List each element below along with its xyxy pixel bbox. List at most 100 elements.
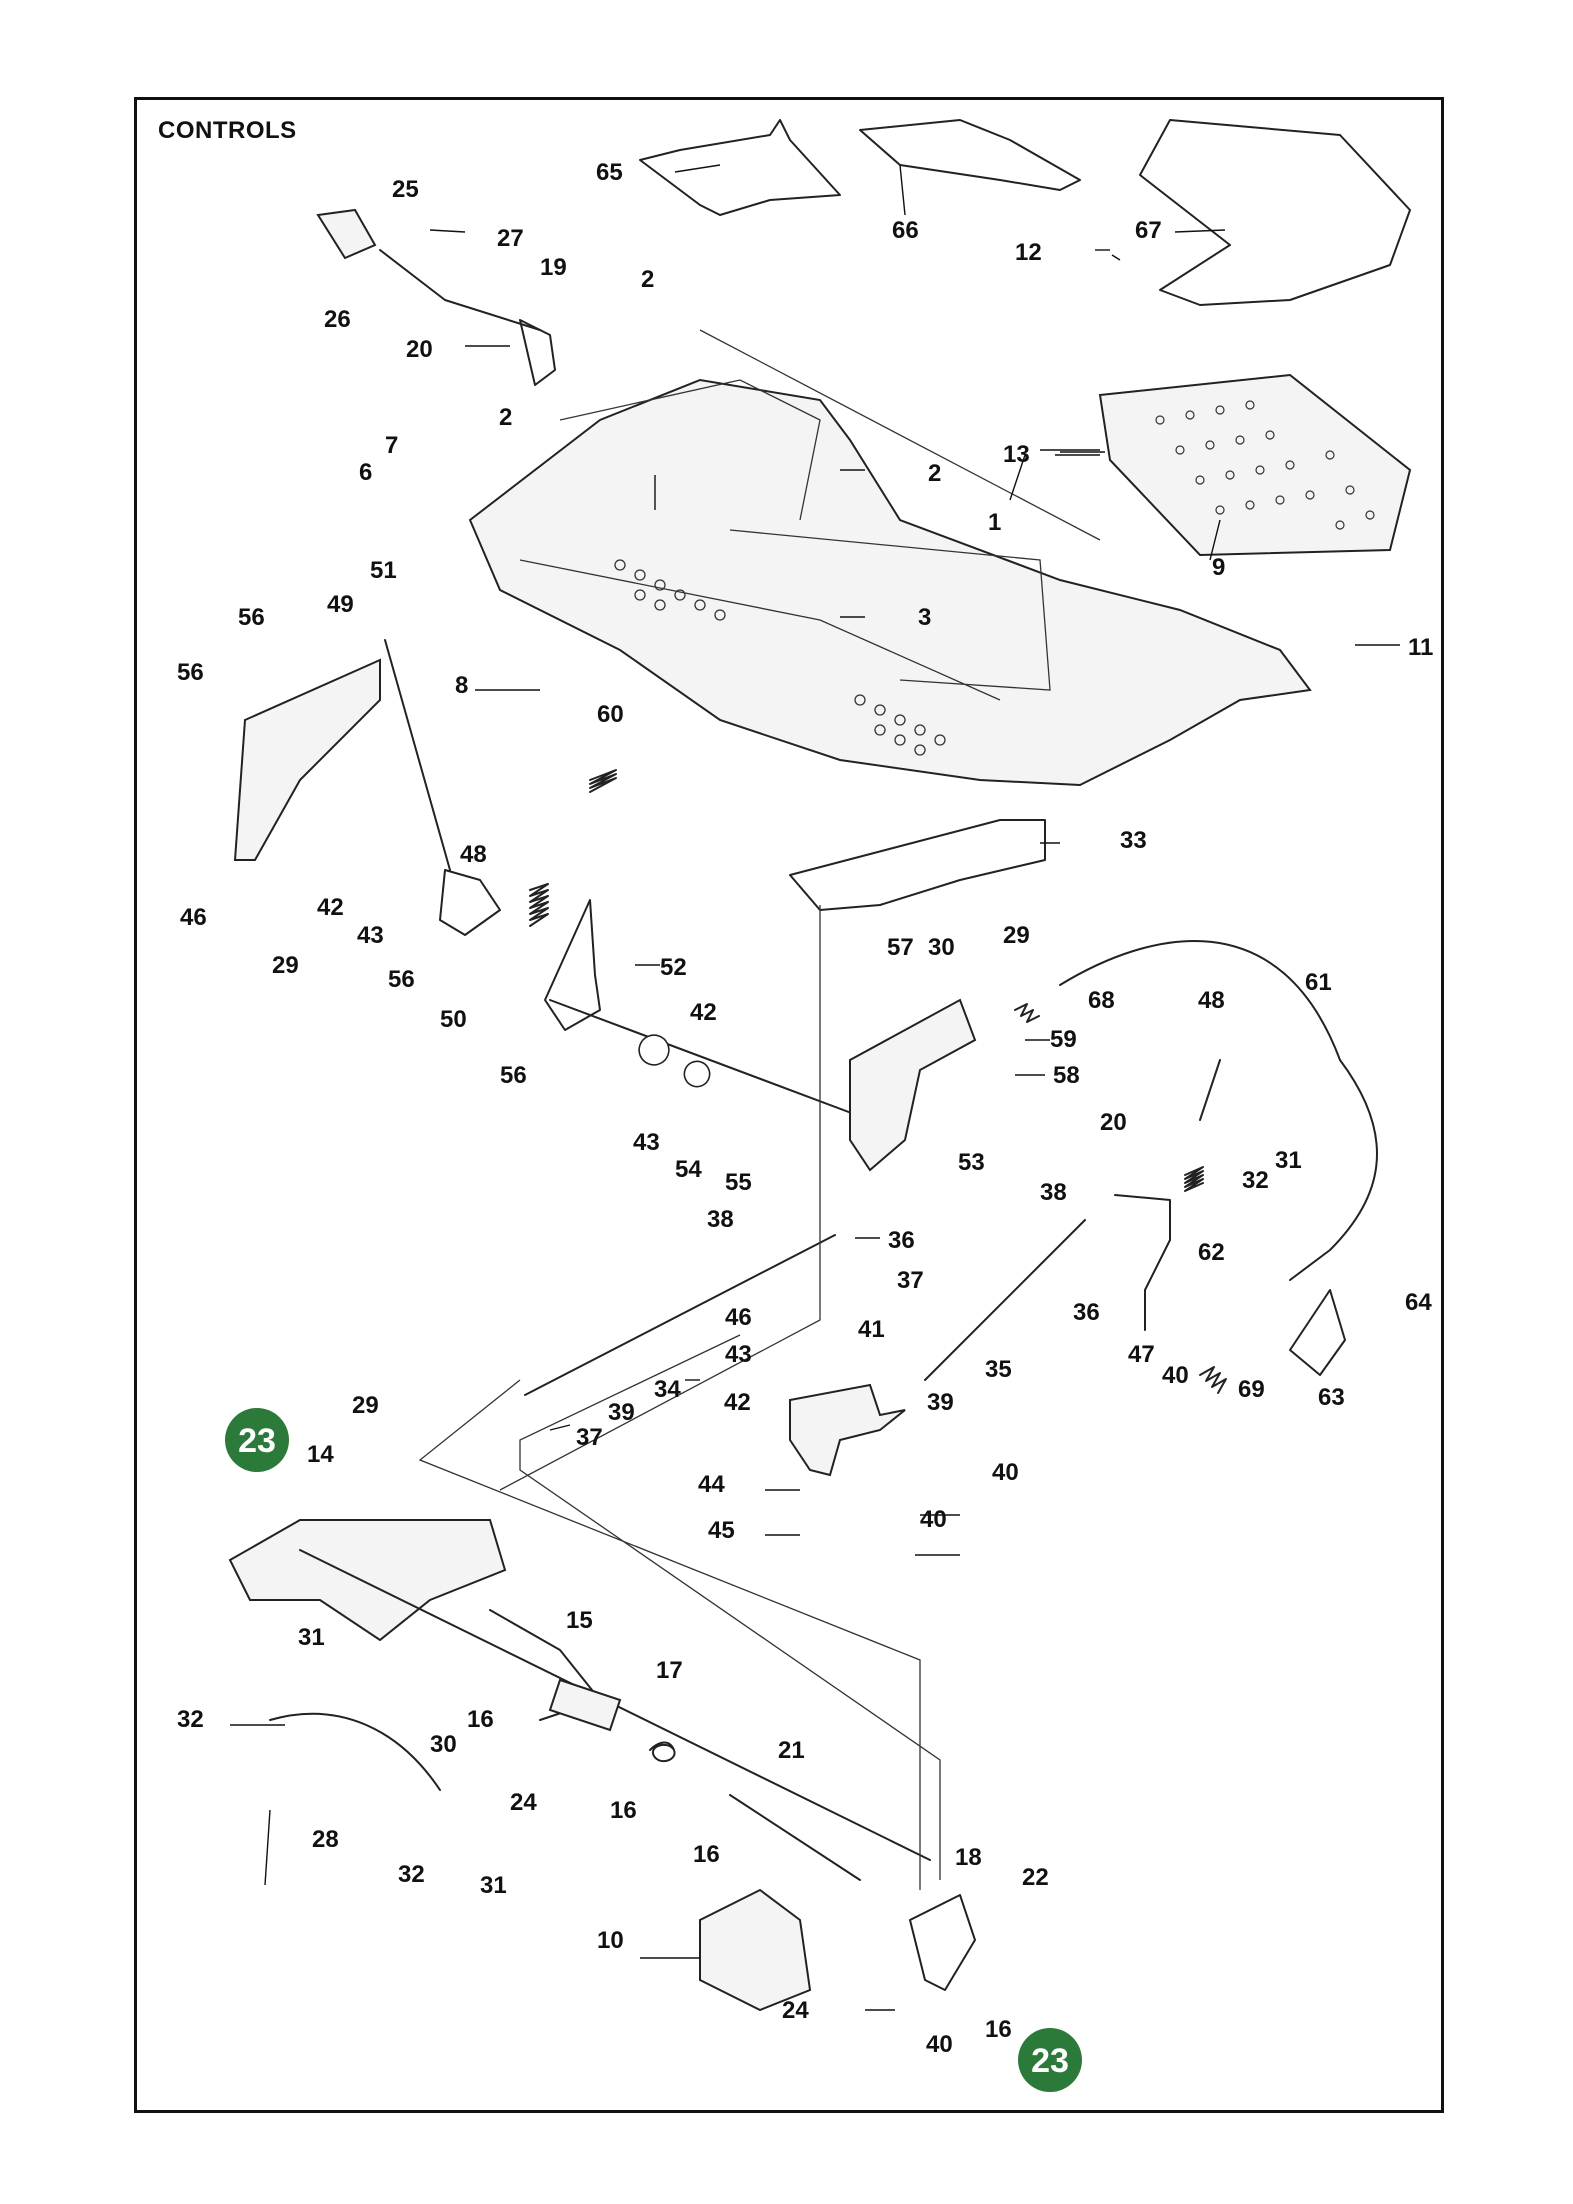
callout-42a: 42 [317,894,344,921]
callout-38a: 38 [1040,1179,1067,1206]
callout-33: 33 [1120,827,1147,854]
leader-lines [230,164,1400,2011]
callout-64: 64 [1405,1289,1432,1316]
callout-36b: 36 [1073,1299,1100,1326]
callout-62: 62 [1198,1239,1225,1266]
callout-39a: 39 [927,1389,954,1416]
bracket-59 [849,998,977,1172]
badge-23-right-text: 23 [1031,2042,1069,2080]
callout-25: 25 [392,176,419,203]
callout-42c: 42 [724,1389,751,1416]
lever-50 [439,869,501,936]
callout-40c: 40 [920,1506,947,1533]
callout-36a: 36 [888,1227,915,1254]
callout-22: 22 [1022,1864,1049,1891]
bushing-42 [683,1060,711,1088]
callout-44: 44 [698,1471,725,1498]
badge-23-left: 23 [225,1408,289,1472]
callout-2c: 2 [928,460,941,487]
callout-69: 69 [1238,1376,1265,1403]
callout-17: 17 [656,1657,683,1684]
shock-48-right [1184,1059,1221,1192]
callout-29c: 29 [352,1392,379,1419]
callout-50: 50 [440,1006,467,1033]
callout-40d: 40 [926,2031,953,2058]
callout-26: 26 [324,306,351,333]
callout-56a: 56 [238,604,265,631]
callout-53: 53 [958,1149,985,1176]
spring-68 [1014,1003,1040,1023]
callout-18: 18 [955,1844,982,1871]
callout-68: 68 [1088,987,1115,1014]
fender-grip-holes [614,559,946,756]
callout-58: 58 [1053,1062,1080,1089]
diagram-frame [134,97,1444,2113]
callout-9: 9 [1212,554,1225,581]
callout-3: 3 [918,604,931,631]
callout-30b: 30 [430,1731,457,1758]
callout-41: 41 [858,1316,885,1343]
spring-17 [649,1741,676,1763]
bushing-43 [638,1034,670,1066]
callout-42b: 42 [690,999,717,1026]
bracket-33 [789,819,1046,911]
lever-52 [544,899,601,1031]
callout-61: 61 [1305,969,1332,996]
callout-52: 52 [660,954,687,981]
callout-29b: 29 [1003,922,1030,949]
badge-23-right: 23 [1018,2028,1082,2092]
callout-31c: 31 [480,1872,507,1899]
callout-20a: 20 [406,336,433,363]
callout-19: 19 [540,254,567,281]
callout-10: 10 [597,1927,624,1954]
callout-20b: 20 [1100,1109,1127,1136]
callout-28: 28 [312,1826,339,1853]
callout-65: 65 [596,159,623,186]
callout-46a: 46 [180,904,207,931]
bracket-63 [1289,1289,1346,1376]
diagram-title: CONTROLS [158,117,297,144]
callout-31a: 31 [1275,1147,1302,1174]
callout-51: 51 [370,557,397,584]
callout-29a: 29 [272,952,299,979]
spring-62 [1199,1366,1227,1394]
callout-48a: 48 [460,841,487,868]
callout-66: 66 [892,217,919,244]
callout-55: 55 [725,1169,752,1196]
badge-23-left-text: 23 [238,1422,276,1460]
callout-16d: 16 [985,2016,1012,2043]
callout-40b: 40 [992,1459,1019,1486]
callout-16a: 16 [467,1706,494,1733]
callout-24a: 24 [510,1789,537,1816]
callout-1: 1 [988,509,1001,536]
callout-46b: 46 [725,1304,752,1331]
callout-labels: 65 66 67 12 25 27 19 26 20 2 2 2 7 6 13 … [177,159,1433,2058]
callout-31b: 31 [298,1624,325,1651]
pivot-15 [548,1678,622,1732]
callout-43a: 43 [357,922,384,949]
plate-49 [233,658,381,861]
bracket-41 [789,1383,906,1477]
callout-43b: 43 [633,1129,660,1156]
callout-56c: 56 [388,966,415,993]
callout-32a: 32 [1242,1167,1269,1194]
callout-30a: 30 [928,934,955,961]
shaft [549,999,871,1121]
callout-37a: 37 [897,1267,924,1294]
callout-21: 21 [778,1737,805,1764]
arm-18 [909,1894,976,1991]
callout-59: 59 [1050,1026,1077,1053]
bracket-47 [1114,1194,1171,1331]
callout-12: 12 [1015,239,1042,266]
callout-35: 35 [985,1356,1012,1383]
callout-32b: 32 [177,1706,204,1733]
floor-mat-67 [1139,119,1411,306]
callout-16b: 16 [610,1797,637,1824]
cable-28 [269,1712,441,1791]
callout-57: 57 [887,934,914,961]
callout-7: 7 [385,432,398,459]
callout-14: 14 [307,1441,334,1468]
rod-51 [384,639,451,871]
